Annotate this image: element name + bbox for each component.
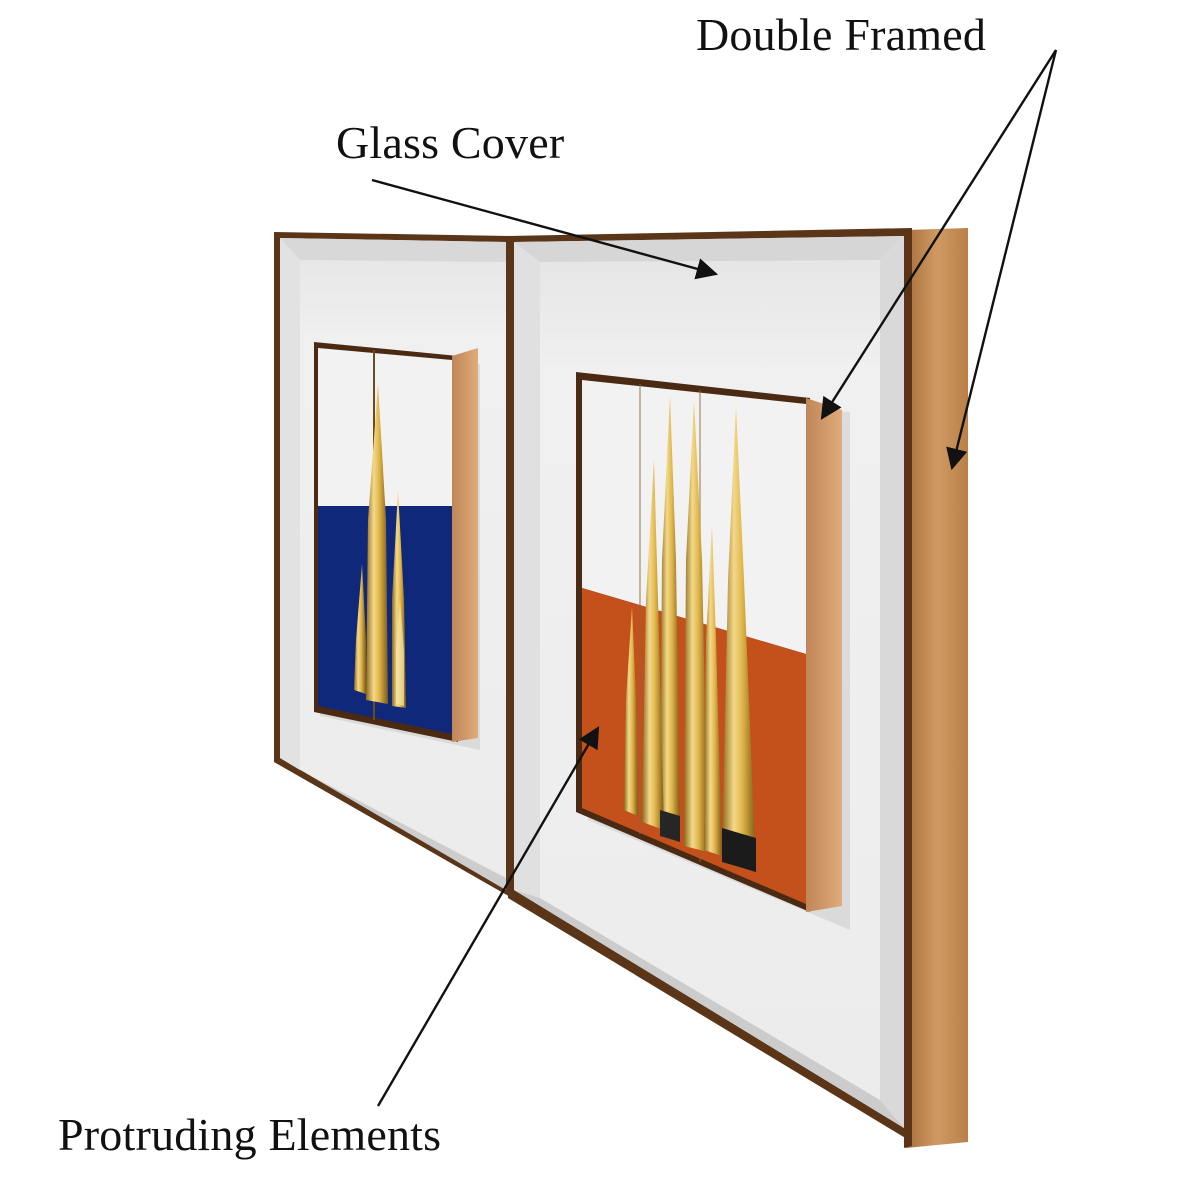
- outer-frame-side: [906, 228, 968, 1148]
- inner-artwork-right: [576, 372, 850, 930]
- double-framed-label: Double Framed: [696, 9, 987, 60]
- arrow-double-framed-inner: [820, 49, 1058, 420]
- arrow-double-framed-outer: [946, 49, 1058, 471]
- glass-cover-label: Glass Cover: [336, 117, 565, 168]
- inner-artwork-left: [314, 342, 480, 750]
- arrow-protruding-elements: [376, 726, 600, 1107]
- outer-frame-side-edge: [904, 228, 912, 1148]
- arrow-glass-cover: [371, 178, 719, 280]
- protruding-elements-label: Protruding Elements: [58, 1109, 442, 1160]
- callout-arrows: [371, 49, 1058, 1107]
